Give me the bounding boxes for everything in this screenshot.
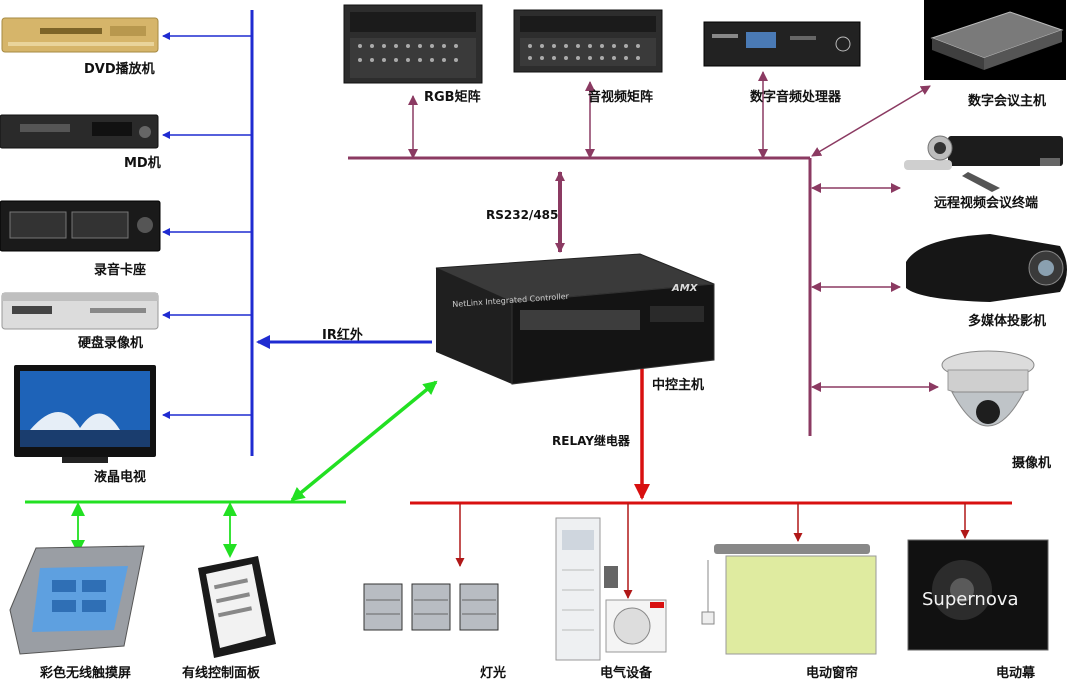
electric-equipment-image — [555, 517, 667, 661]
wired-panel-image — [198, 556, 276, 658]
dvd-player-image — [1, 17, 159, 53]
md-player-image — [0, 114, 159, 149]
label-hdd-recorder: 硬盘录像机 — [78, 336, 144, 351]
label-ir: IR红外 — [322, 328, 363, 343]
conference-host-image — [924, 0, 1066, 80]
label-electric-equipment: 电气设备 — [600, 666, 653, 681]
lights-image — [363, 583, 499, 631]
electric-curtain-image — [701, 544, 877, 655]
label-video-conference: 远程视频会议终端 — [934, 196, 1039, 211]
label-audio-processor: 数字音频处理器 — [750, 90, 842, 105]
projector-image — [906, 234, 1067, 302]
rgb-matrix-image — [343, 4, 483, 84]
electric-screen-image — [907, 539, 1049, 651]
controller-brand: AMX — [672, 283, 698, 294]
label-projector: 多媒体投影机 — [968, 314, 1047, 329]
label-rs232: RS232/485 — [486, 208, 559, 222]
label-tape-deck: 录音卡座 — [94, 263, 147, 278]
wireless-bus — [25, 380, 438, 558]
label-md-player: MD机 — [124, 156, 161, 171]
label-electric-screen: 电动幕 — [996, 666, 1036, 681]
relay-bus — [410, 356, 1012, 599]
label-touch-panel: 彩色无线触摸屏 — [40, 666, 132, 681]
label-conference-host: 数字会议主机 — [968, 94, 1047, 109]
label-camera: 摄像机 — [1012, 456, 1052, 471]
label-rgb-matrix: RGB矩阵 — [424, 90, 481, 105]
hdd-recorder-image — [1, 292, 159, 330]
label-relay: RELAY继电器 — [552, 434, 630, 448]
lcd-tv-image — [14, 365, 156, 463]
tape-deck-image — [0, 200, 161, 252]
audio-processor-image — [703, 21, 861, 67]
screen-brand: Supernova — [922, 589, 1019, 610]
wireless-touch-panel-image — [9, 545, 145, 655]
label-lcd-tv: 液晶电视 — [94, 470, 147, 485]
label-controller: 中控主机 — [652, 378, 705, 393]
label-av-matrix: 音视频矩阵 — [588, 90, 654, 105]
ir-bus — [162, 10, 432, 456]
video-conference-terminal-image — [904, 135, 1063, 192]
label-electric-curtain: 电动窗帘 — [806, 666, 859, 681]
label-wired-panel: 有线控制面板 — [182, 666, 261, 681]
label-lights: 灯光 — [480, 666, 507, 681]
av-matrix-image — [513, 9, 663, 73]
dome-camera-image — [941, 350, 1035, 427]
central-controller-image — [435, 253, 715, 385]
rs232-bus — [348, 71, 939, 436]
label-dvd-player: DVD播放机 — [84, 62, 155, 77]
